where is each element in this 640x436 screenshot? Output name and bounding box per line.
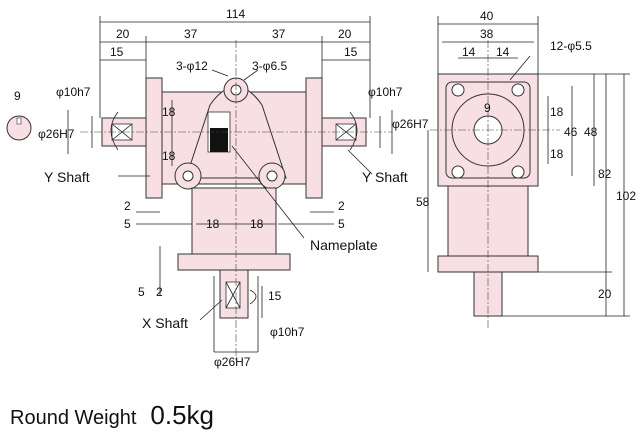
side-hole-br [511,165,525,179]
weight-label: Round Weight [10,407,137,429]
side-hole-tr [511,83,525,97]
x-shaft-key-cross [225,281,241,309]
label-y-shaft-right: Y Shaft [362,169,408,185]
nameplate-dark-panel [210,128,228,152]
leader-holes-65 [243,69,259,81]
label-d26-left: φ26H7 [38,127,75,141]
label-side-14-a: 14 [462,45,476,59]
label-5-vertical: 5 [138,285,145,299]
label-5-right: 5 [338,217,345,231]
side-hole-bl [451,165,465,179]
label-side-46: 46 [564,125,578,139]
label-side-82: 82 [598,167,612,181]
leader-nameplate [231,145,305,239]
weight-row: Round Weight 0.5kg [10,400,214,434]
label-18-a: 18 [162,105,176,119]
label-side-48: 48 [584,125,598,139]
label-side-58: 58 [416,195,430,209]
rotation-arrow-left [110,111,119,151]
rotation-arrow-right [349,111,358,151]
leader-holes-12 [211,69,229,77]
label-20-left: 20 [116,27,130,41]
label-15-right: 15 [344,45,358,59]
label-37-right: 37 [272,27,286,41]
label-holes-12: 3-φ12 [176,59,208,73]
label-holes-65: 3-φ6.5 [252,59,287,73]
label-key-9: 9 [14,89,21,103]
label-side-14-b: 14 [496,45,510,59]
right-bolt-hole [266,170,278,182]
label-side-holes: 12-φ5.5 [550,39,592,53]
label-d10-x: φ10h7 [270,325,305,339]
label-18-b: 18 [162,149,176,163]
label-x-shaft: X Shaft [142,315,188,331]
weight-value: 0.5kg [150,400,214,430]
label-side-20: 20 [598,287,612,301]
label-d10-left: φ10h7 [56,85,91,99]
label-side-18-a: 18 [550,105,564,119]
label-side-18-b: 18 [550,147,564,161]
shaft-end-circle [6,115,32,141]
label-114: 114 [226,7,245,21]
left-flange [145,77,163,199]
right-flange [305,77,323,199]
label-d10-right: φ10h7 [368,85,403,99]
label-nameplate: Nameplate [310,237,378,253]
gearbox-drawing: 114 20 37 37 20 15 15 3-φ12 3-φ6.5 9 φ10… [6,7,636,369]
rotation-arrow-x [249,289,257,305]
label-5-left: 5 [124,217,131,231]
label-15-left: 15 [110,45,124,59]
label-18-bottom-right: 18 [250,217,264,231]
label-side-40: 40 [480,9,494,23]
label-20-right: 20 [338,27,352,41]
leader-x-shaft [199,299,223,321]
label-2-right: 2 [338,199,345,213]
label-d26-x: φ26H7 [214,355,251,369]
label-37-left: 37 [184,27,198,41]
label-side-38: 38 [480,27,494,41]
label-y-shaft-left: Y Shaft [44,169,90,185]
label-d26-right: φ26H7 [392,117,429,131]
label-18-bottom-left: 18 [206,217,220,231]
side-hole-tl [451,83,465,97]
left-bolt-hole [182,170,194,182]
leader-y-shaft-right [347,149,373,175]
label-15-xshaft: 15 [268,289,282,303]
label-2-vertical: 2 [156,285,163,299]
leader-side-holes [509,55,531,81]
label-side-9: 9 [484,101,491,115]
lower-body [191,187,277,255]
label-side-102: 102 [616,189,636,203]
shaft-end-keyway [16,117,22,125]
bottom-flange [177,253,291,271]
label-2-left: 2 [124,199,131,213]
